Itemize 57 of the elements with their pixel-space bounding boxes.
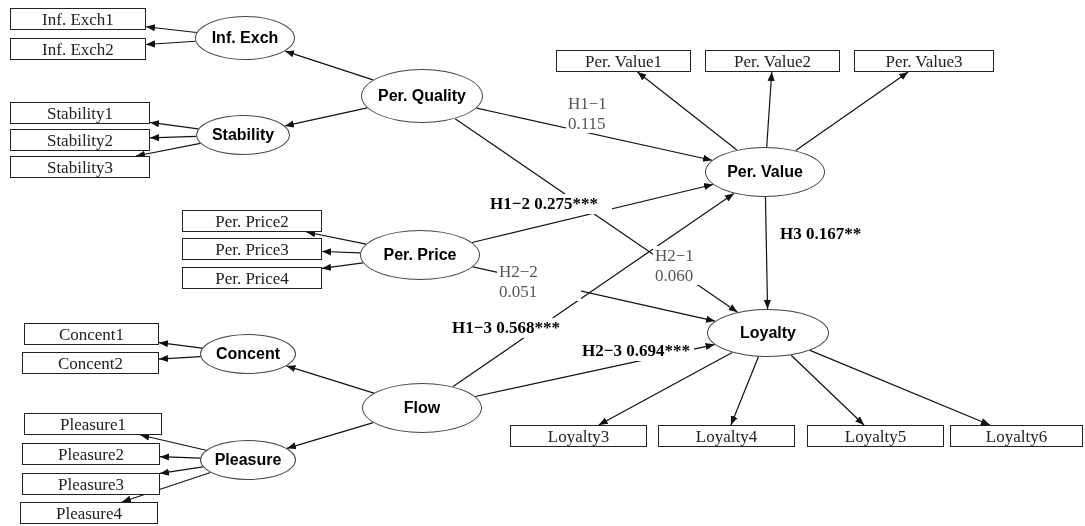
- indicator-box: Stability3: [10, 156, 150, 178]
- arrow: [145, 24, 198, 34]
- arrow: [763, 196, 771, 310]
- arrow: [766, 71, 775, 148]
- arrow: [809, 349, 991, 426]
- latent-variable-ellipse: Stability: [196, 115, 290, 155]
- indicator-box: Pleasure3: [22, 473, 160, 495]
- indicator-box: Stability2: [10, 129, 150, 151]
- arrow: [158, 340, 203, 349]
- indicator-box: Stability1: [10, 102, 150, 124]
- arrow: [159, 466, 204, 476]
- indicator-box: Concent2: [22, 352, 159, 374]
- arrow: [158, 355, 202, 363]
- indicator-box: Inf. Exch2: [10, 38, 146, 60]
- arrow: [286, 421, 374, 450]
- latent-variable-ellipse: Concent: [200, 334, 296, 374]
- indicator-box: Per. Value2: [705, 50, 840, 72]
- indicator-box: Inf. Exch1: [10, 8, 146, 30]
- arrow: [305, 230, 367, 245]
- indicator-box: Per. Value1: [556, 50, 691, 72]
- indicator-box: Per. Price2: [182, 210, 322, 232]
- arrow: [159, 453, 201, 461]
- edge-label: H1−2 0.275***: [488, 194, 612, 214]
- latent-variable-ellipse: Per. Value: [705, 147, 825, 197]
- arrow: [452, 192, 735, 388]
- indicator-box: Loyalty3: [510, 425, 647, 447]
- arrow: [471, 183, 714, 244]
- indicator-box: Loyalty6: [950, 425, 1083, 447]
- indicator-box: Per. Price4: [182, 267, 322, 289]
- arrow: [284, 107, 368, 128]
- indicator-box: Pleasure2: [22, 443, 160, 465]
- indicator-box: Loyalty5: [807, 425, 944, 447]
- latent-variable-ellipse: Inf. Exch: [195, 16, 295, 60]
- latent-variable-ellipse: Per. Price: [360, 230, 480, 280]
- arrow: [636, 71, 738, 151]
- latent-variable-ellipse: Flow: [362, 383, 482, 433]
- arrow: [475, 107, 713, 162]
- indicator-box: Pleasure1: [24, 413, 162, 435]
- indicator-box: Concent1: [24, 323, 159, 345]
- arrow: [598, 351, 733, 426]
- arrow: [139, 433, 207, 451]
- latent-variable-ellipse: Loyalty: [707, 309, 829, 357]
- arrow: [795, 71, 909, 152]
- latent-variable-ellipse: Per. Quality: [361, 69, 483, 123]
- indicator-box: Pleasure4: [20, 502, 158, 524]
- arrow: [321, 248, 361, 256]
- arrow: [285, 365, 375, 394]
- latent-variable-ellipse: Pleasure: [200, 440, 296, 480]
- arrow: [135, 142, 201, 158]
- arrow: [149, 120, 199, 130]
- indicator-box: Per. Value3: [854, 50, 994, 72]
- arrow: [145, 40, 197, 48]
- indicator-box: Loyalty4: [658, 425, 795, 447]
- arrow: [730, 356, 760, 426]
- arrow: [149, 134, 197, 142]
- indicator-box: Per. Price3: [182, 238, 322, 260]
- arrow: [284, 50, 374, 81]
